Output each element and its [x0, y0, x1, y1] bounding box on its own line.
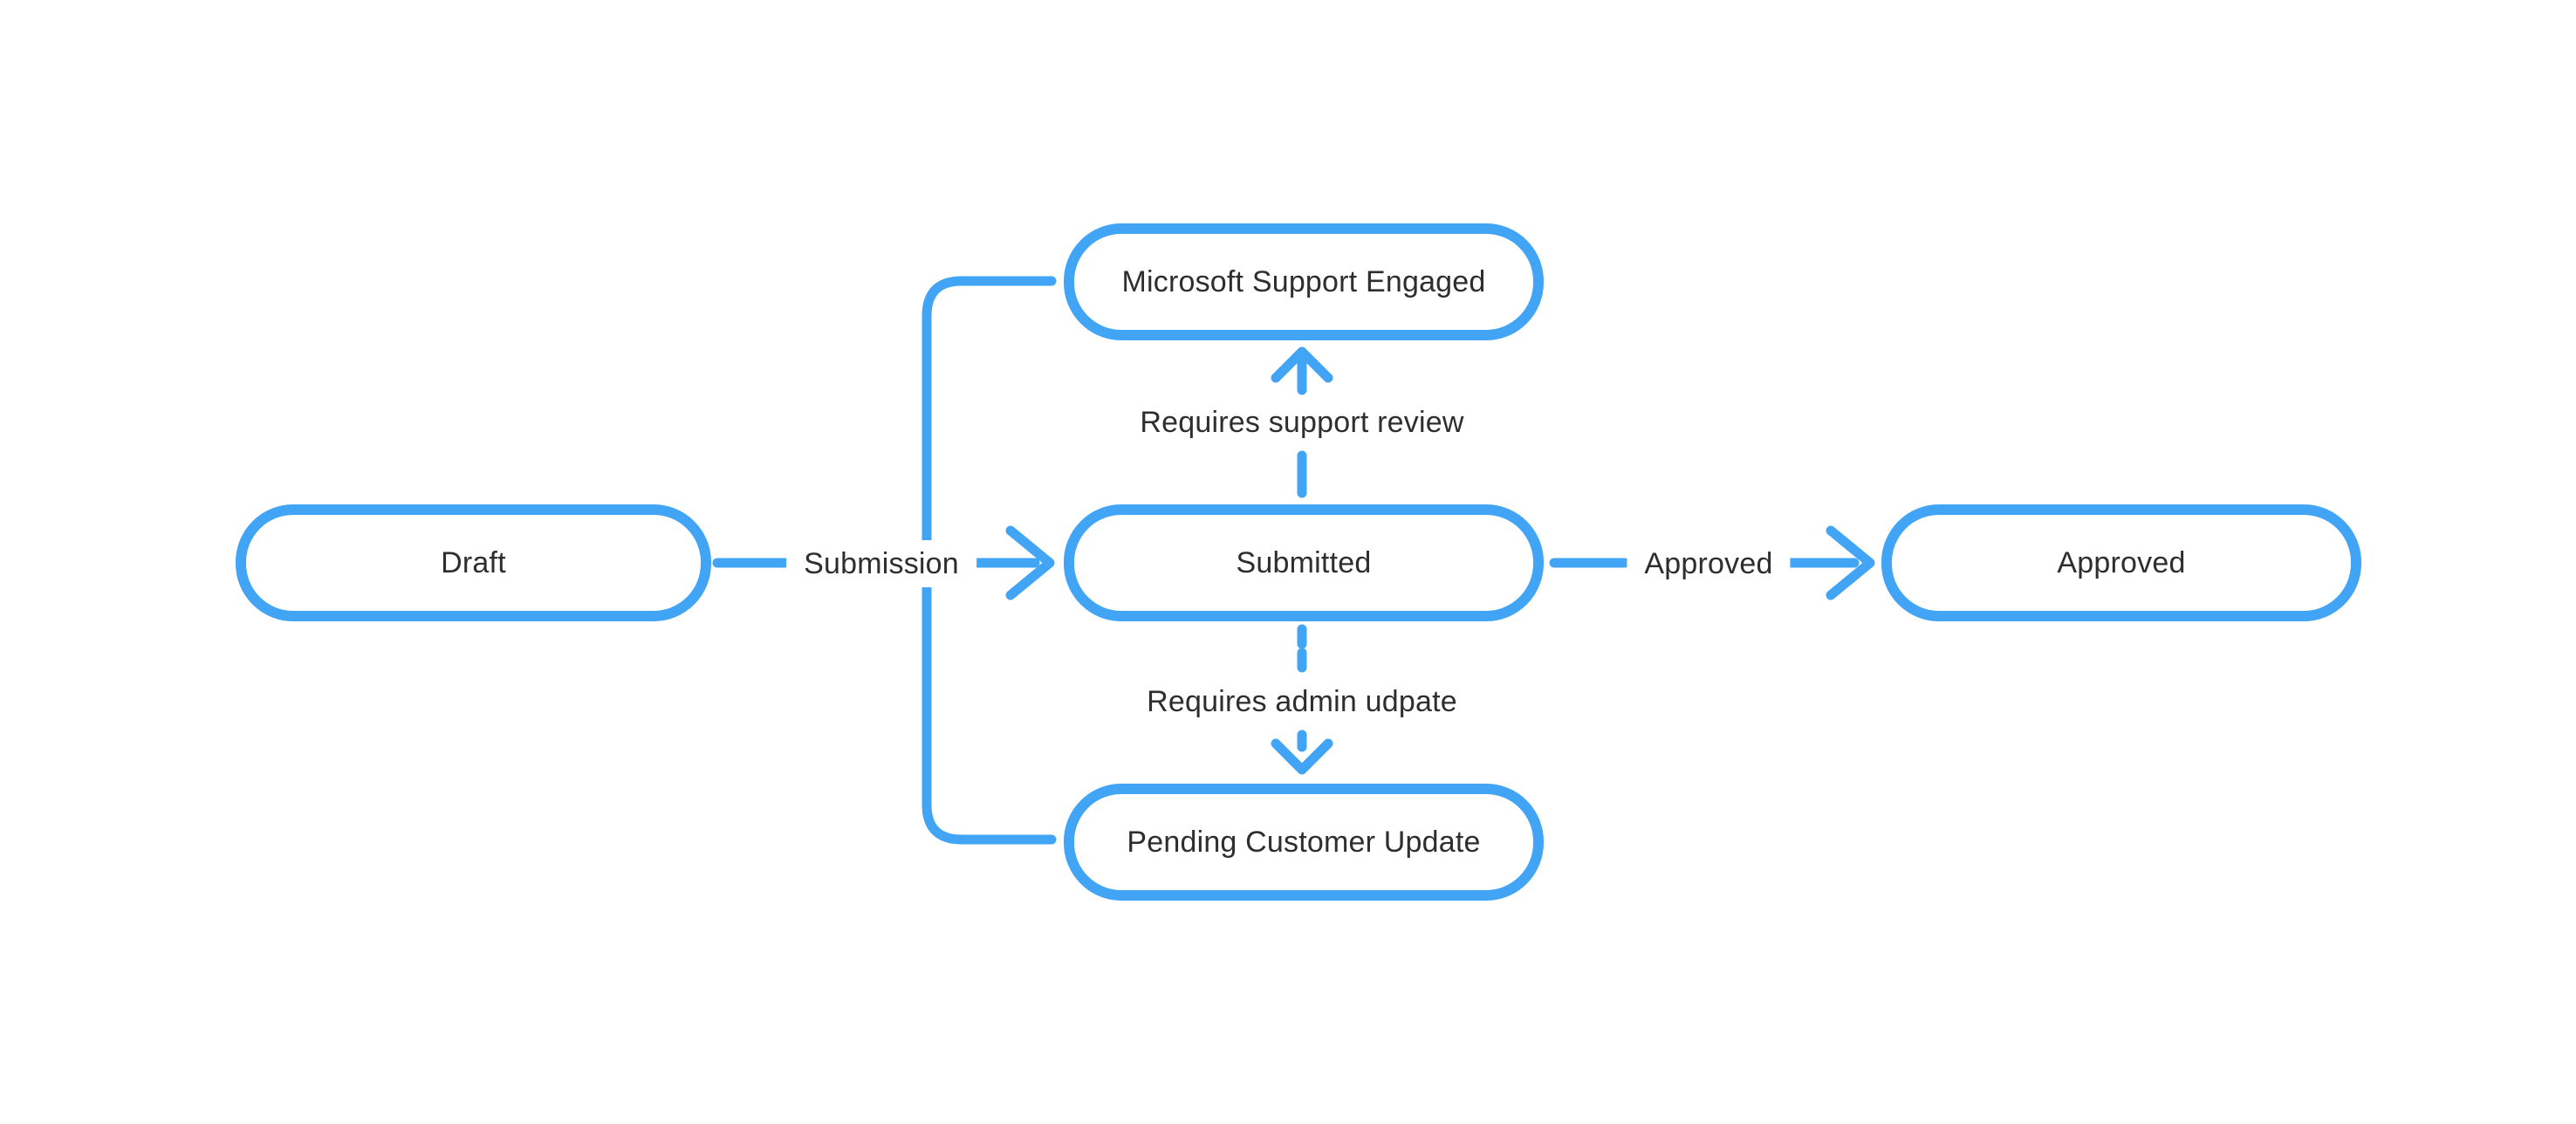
- node-pending-customer-update: Pending Customer Update: [1064, 784, 1544, 901]
- node-submitted-label: Submitted: [1236, 546, 1372, 579]
- node-approved-label: Approved: [2057, 546, 2186, 579]
- edge-submitted-approved-arrowhead-icon: [1826, 525, 1875, 600]
- edge-label-requires-admin-udpate: Requires admin udpate: [1129, 678, 1475, 725]
- edge-label-submission: Submission: [786, 540, 976, 587]
- edge-label-approved: Approved: [1627, 540, 1791, 587]
- node-pending-customer-update-label: Pending Customer Update: [1127, 826, 1481, 859]
- node-draft: Draft: [236, 504, 711, 621]
- node-microsoft-support-engaged-label: Microsoft Support Engaged: [1121, 265, 1486, 298]
- node-draft-label: Draft: [441, 546, 506, 579]
- node-approved: Approved: [1881, 504, 2361, 621]
- edge-submitted-mse-arrowhead-icon: [1271, 346, 1333, 383]
- edge-submitted-pcu-arrowhead-icon: [1271, 738, 1333, 775]
- node-microsoft-support-engaged: Microsoft Support Engaged: [1064, 223, 1544, 340]
- edge-label-requires-support-review: Requires support review: [1122, 399, 1482, 446]
- node-submitted: Submitted: [1064, 504, 1544, 621]
- edge-draft-submitted-arrowhead-icon: [1005, 525, 1055, 600]
